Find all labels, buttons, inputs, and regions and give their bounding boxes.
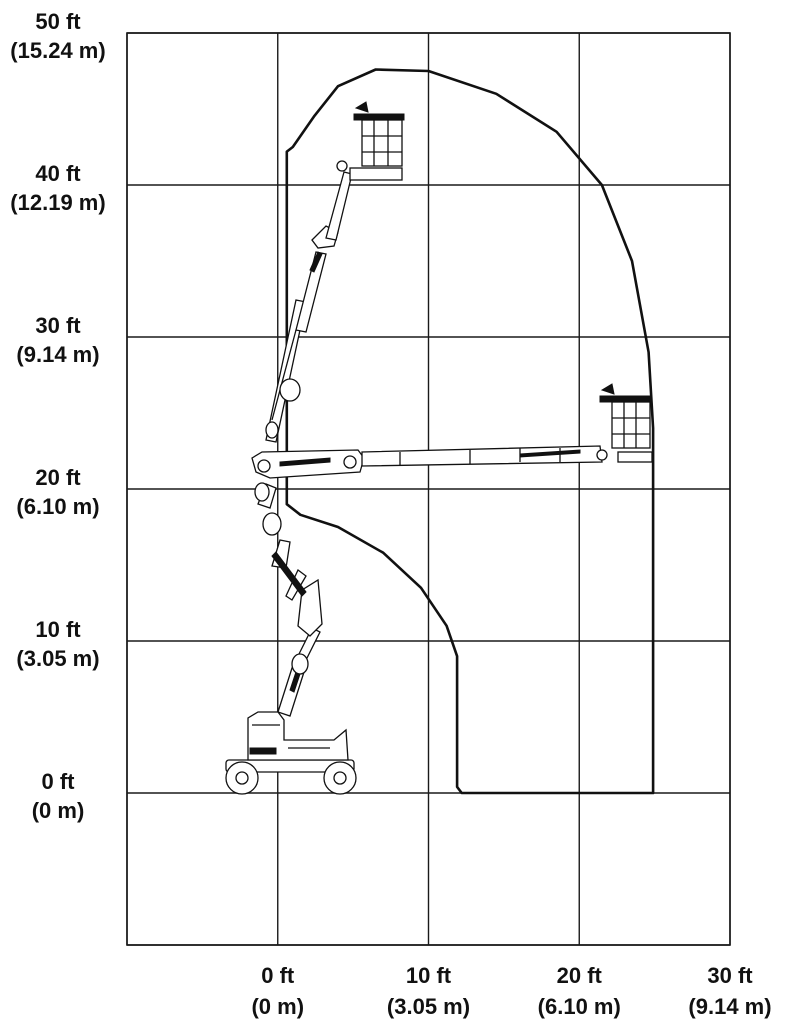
y-tick-label-ft: 30 ft xyxy=(35,313,81,338)
y-tick-label-m: (0 m) xyxy=(32,798,85,823)
y-tick-label-ft: 20 ft xyxy=(35,465,81,490)
plot-frame xyxy=(126,32,731,946)
lift-platform-max-height xyxy=(349,101,405,181)
y-tick-label-m: (9.14 m) xyxy=(16,342,99,367)
y-tick-label-m: (3.05 m) xyxy=(16,646,99,671)
x-tick-label-m: (3.05 m) xyxy=(387,994,470,1019)
x-tick-label-m: (9.14 m) xyxy=(688,994,771,1019)
lift-lower-boom xyxy=(254,482,323,717)
y-axis-tick-labels: 50 ft (15.24 m) 40 ft (12.19 m) 30 ft (9.14 m… xyxy=(10,9,105,823)
chart-grid xyxy=(126,32,731,946)
lift-platform-outreach xyxy=(596,383,653,463)
x-tick-label-m: (6.10 m) xyxy=(538,994,621,1019)
y-tick-label-ft: 40 ft xyxy=(35,161,81,186)
lift-horizontal-boom xyxy=(251,445,603,479)
y-tick-label-ft: 50 ft xyxy=(35,9,81,34)
y-tick-label-m: (6.10 m) xyxy=(16,494,99,519)
boom-lift-illustration xyxy=(225,101,653,795)
y-tick-label-m: (12.19 m) xyxy=(10,190,105,215)
x-tick-label-ft: 0 ft xyxy=(261,963,295,988)
y-tick-label-ft: 0 ft xyxy=(42,769,76,794)
y-tick-label-m: (15.24 m) xyxy=(10,38,105,63)
x-tick-label-ft: 10 ft xyxy=(406,963,452,988)
lift-vertical-boom xyxy=(265,160,353,443)
x-tick-label-ft: 30 ft xyxy=(707,963,753,988)
x-tick-label-ft: 20 ft xyxy=(557,963,603,988)
x-tick-label-m: (0 m) xyxy=(251,994,304,1019)
lift-chassis xyxy=(225,711,357,795)
x-axis-tick-labels: 0 ft (0 m) 10 ft (3.05 m) 20 ft (6.10 m) 30 ft… xyxy=(251,963,771,1019)
working-envelope-curve xyxy=(285,68,655,795)
y-tick-label-ft: 10 ft xyxy=(35,617,81,642)
